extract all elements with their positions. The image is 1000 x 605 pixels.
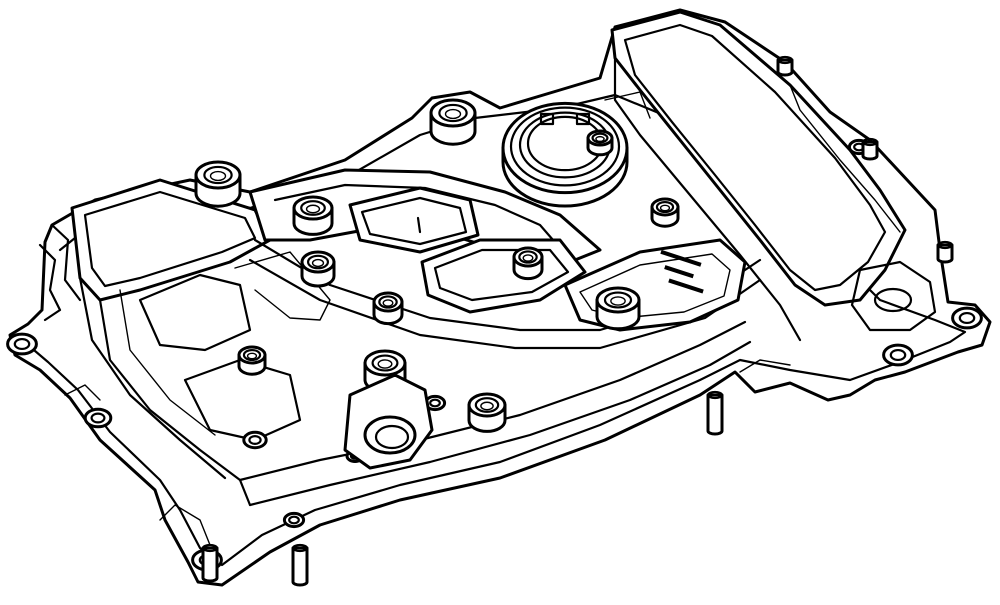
left-bracket (38, 243, 62, 322)
left-bracket-2 (50, 223, 82, 302)
pin-2 (201, 543, 219, 583)
oil-cap-tab-0 (539, 112, 555, 126)
boss-2 (292, 195, 334, 236)
cast-marking (660, 249, 704, 294)
breather-port-bore (374, 424, 410, 450)
mount-hole-2 (242, 430, 268, 450)
middle-bay-inner (433, 248, 570, 302)
rib-4 (604, 91, 651, 119)
rib-3 (739, 359, 791, 373)
cavity-left-1 (138, 273, 252, 352)
oil-cap-tab-1 (575, 112, 591, 126)
boss-7 (595, 286, 641, 331)
left-housing-rim (83, 190, 257, 288)
right-housing-edge (789, 84, 901, 233)
rib-2 (64, 384, 101, 401)
right-housing-side (613, 56, 802, 342)
mount-hole-4 (282, 511, 306, 529)
boss-4 (372, 291, 404, 326)
diagonal-wall-2 (248, 258, 762, 350)
oil-cap-ring-1 (509, 106, 621, 187)
mount-hole-5 (882, 343, 914, 367)
left-housing-wall (98, 298, 252, 507)
right-end-boss (850, 260, 937, 332)
oil-cap-ring-0 (501, 101, 629, 195)
boss-1 (429, 98, 477, 146)
boss-3 (300, 250, 336, 288)
right-end-hole (873, 287, 913, 313)
breather-port-opening (363, 415, 417, 455)
pin-5 (776, 55, 794, 77)
boss-11 (586, 129, 614, 157)
left-housing-rib (119, 289, 216, 436)
mount-hole-0 (6, 332, 38, 356)
mount-hole-1 (83, 407, 113, 429)
right-long-housing (610, 10, 907, 307)
left-housing-wall-2 (78, 276, 227, 480)
right-housing-top (623, 23, 887, 292)
boss-9 (467, 392, 507, 433)
mount-hole-6 (951, 306, 983, 330)
pin-3 (861, 137, 879, 161)
pocket-tab (416, 216, 422, 234)
pin-1 (706, 390, 724, 436)
boss-6 (650, 197, 680, 228)
boss-0 (194, 160, 242, 208)
boss-5 (512, 246, 544, 281)
boss-10 (237, 345, 267, 376)
rib-1 (159, 504, 211, 546)
pin-4 (936, 240, 954, 264)
pin-layer (201, 55, 954, 587)
oil-filler-cap (501, 101, 629, 208)
lower-wall-2 (248, 340, 752, 507)
lower-wall (238, 320, 747, 482)
mount-hole-8 (423, 394, 447, 412)
center-pocket-inner (360, 196, 468, 246)
pin-0 (291, 543, 309, 587)
